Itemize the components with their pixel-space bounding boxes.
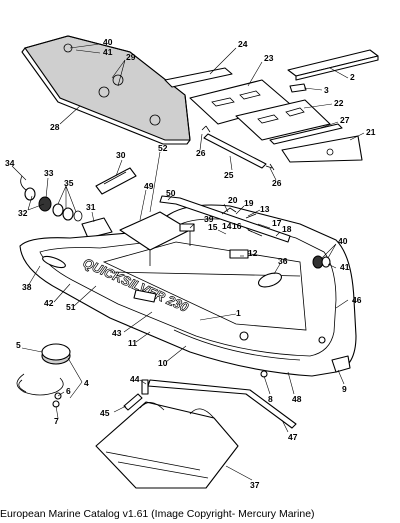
callout-34: 34 xyxy=(5,158,15,168)
callout-11: 11 xyxy=(128,338,137,348)
callout-41-right: 41 xyxy=(340,262,350,272)
part-27-stringer xyxy=(269,123,343,145)
exploded-parts-diagram: QUICKSILVER 230 xyxy=(5,35,379,490)
callout-labels: 40 41 29 24 23 2 3 22 27 21 28 26 25 26 … xyxy=(5,37,376,490)
callout-3: 3 xyxy=(324,85,329,95)
callout-52: 52 xyxy=(158,143,168,153)
part-37-carry-bag xyxy=(95,401,239,489)
callout-26-right: 26 xyxy=(272,178,282,188)
callout-15: 15 xyxy=(208,222,218,232)
part-44-bracket xyxy=(141,379,149,395)
part-2-bow-cover xyxy=(287,49,379,81)
part-3-small-plate xyxy=(289,83,307,93)
callout-20: 20 xyxy=(228,195,238,205)
callout-41-top: 41 xyxy=(103,47,113,57)
callout-38: 38 xyxy=(22,282,32,292)
callout-47: 47 xyxy=(288,432,298,442)
boat-hull: QUICKSILVER 230 xyxy=(19,204,357,378)
part-22-floor-panel xyxy=(235,99,331,141)
callout-30: 30 xyxy=(116,150,126,160)
part-5-hand-pump xyxy=(16,343,71,408)
callout-24: 24 xyxy=(238,39,248,49)
callout-19: 19 xyxy=(244,198,254,208)
callout-46: 46 xyxy=(352,295,362,305)
callout-32: 32 xyxy=(18,208,28,218)
callout-2: 2 xyxy=(350,72,355,82)
callout-45: 45 xyxy=(100,408,110,418)
callout-44: 44 xyxy=(130,374,140,384)
callout-51: 51 xyxy=(66,302,76,312)
callout-8: 8 xyxy=(268,394,273,404)
part-21-transom-panel xyxy=(281,135,363,163)
part-24-seat-strip xyxy=(164,67,233,88)
leader-lines xyxy=(11,43,365,481)
callout-18: 18 xyxy=(282,224,292,234)
callout-49: 49 xyxy=(144,181,154,191)
callout-40-right: 40 xyxy=(338,236,348,246)
callout-48: 48 xyxy=(292,394,302,404)
part-47-keel-strip xyxy=(147,379,297,429)
callout-29: 29 xyxy=(126,52,136,62)
callout-21: 21 xyxy=(366,127,376,137)
callout-12: 12 xyxy=(248,248,258,258)
callout-27: 27 xyxy=(340,115,350,125)
callout-1: 1 xyxy=(236,308,241,318)
callout-39: 39 xyxy=(204,214,214,224)
callout-6: 6 xyxy=(66,386,71,396)
callout-25: 25 xyxy=(224,170,234,180)
part-31-repair-patch xyxy=(81,217,113,239)
part-25-rod xyxy=(201,125,275,171)
callout-4: 4 xyxy=(84,378,89,388)
callout-13: 13 xyxy=(260,204,270,214)
callout-50: 50 xyxy=(166,188,176,198)
callout-43: 43 xyxy=(112,328,122,338)
callout-10: 10 xyxy=(158,358,168,368)
callout-9: 9 xyxy=(342,384,347,394)
callout-17: 17 xyxy=(272,218,282,228)
callout-7: 7 xyxy=(54,416,59,426)
part-30-handle xyxy=(95,167,137,195)
callout-31: 31 xyxy=(86,202,96,212)
part-33-valve-set xyxy=(20,175,83,222)
callout-28: 28 xyxy=(50,122,60,132)
callout-22: 22 xyxy=(334,98,344,108)
callout-16: 16 xyxy=(232,221,242,231)
part-45-rod xyxy=(123,393,143,411)
image-caption: European Marine Catalog v1.61 (Image Cop… xyxy=(0,508,315,520)
part-40-valve-pair xyxy=(312,255,331,269)
callout-40-top: 40 xyxy=(103,37,113,47)
callout-14: 14 xyxy=(222,221,232,231)
callout-26-left: 26 xyxy=(196,148,206,158)
callout-42: 42 xyxy=(44,298,54,308)
callout-35: 35 xyxy=(64,178,74,188)
part-18-oar xyxy=(159,195,291,243)
callout-37: 37 xyxy=(250,480,260,490)
callout-36: 36 xyxy=(278,256,288,266)
callout-5: 5 xyxy=(16,340,21,350)
callout-23: 23 xyxy=(264,53,274,63)
callout-33: 33 xyxy=(44,168,54,178)
